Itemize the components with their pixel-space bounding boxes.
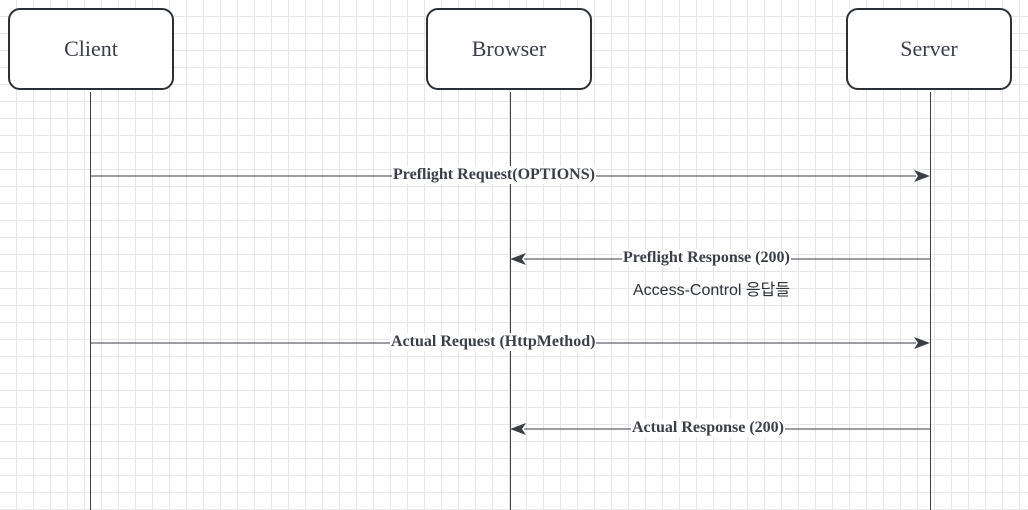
preflight-response-label: Preflight Response (200): [622, 249, 791, 267]
server-actor-box: Server: [846, 8, 1012, 90]
browser-lifeline: [510, 92, 511, 510]
server-lifeline: [930, 92, 931, 510]
server-actor-label: Server: [900, 36, 958, 61]
actual-request-arrowhead: [914, 337, 930, 349]
preflight-request-arrowhead: [914, 170, 930, 182]
client-actor-box: Client: [8, 8, 174, 90]
preflight-response-arrowhead: [510, 253, 526, 265]
actual-response-label: Actual Response (200): [631, 419, 785, 437]
browser-actor-box: Browser: [426, 8, 592, 90]
browser-actor-label: Browser: [471, 36, 547, 61]
client-actor-label: Client: [64, 36, 118, 61]
preflight-request-label: Preflight Request(OPTIONS): [392, 166, 596, 184]
actual-request-label: Actual Request (HttpMethod): [390, 333, 597, 351]
actual-response-arrowhead: [510, 423, 526, 435]
client-lifeline: [90, 92, 91, 510]
access-control-note: Access-Control 응답들: [633, 282, 791, 299]
